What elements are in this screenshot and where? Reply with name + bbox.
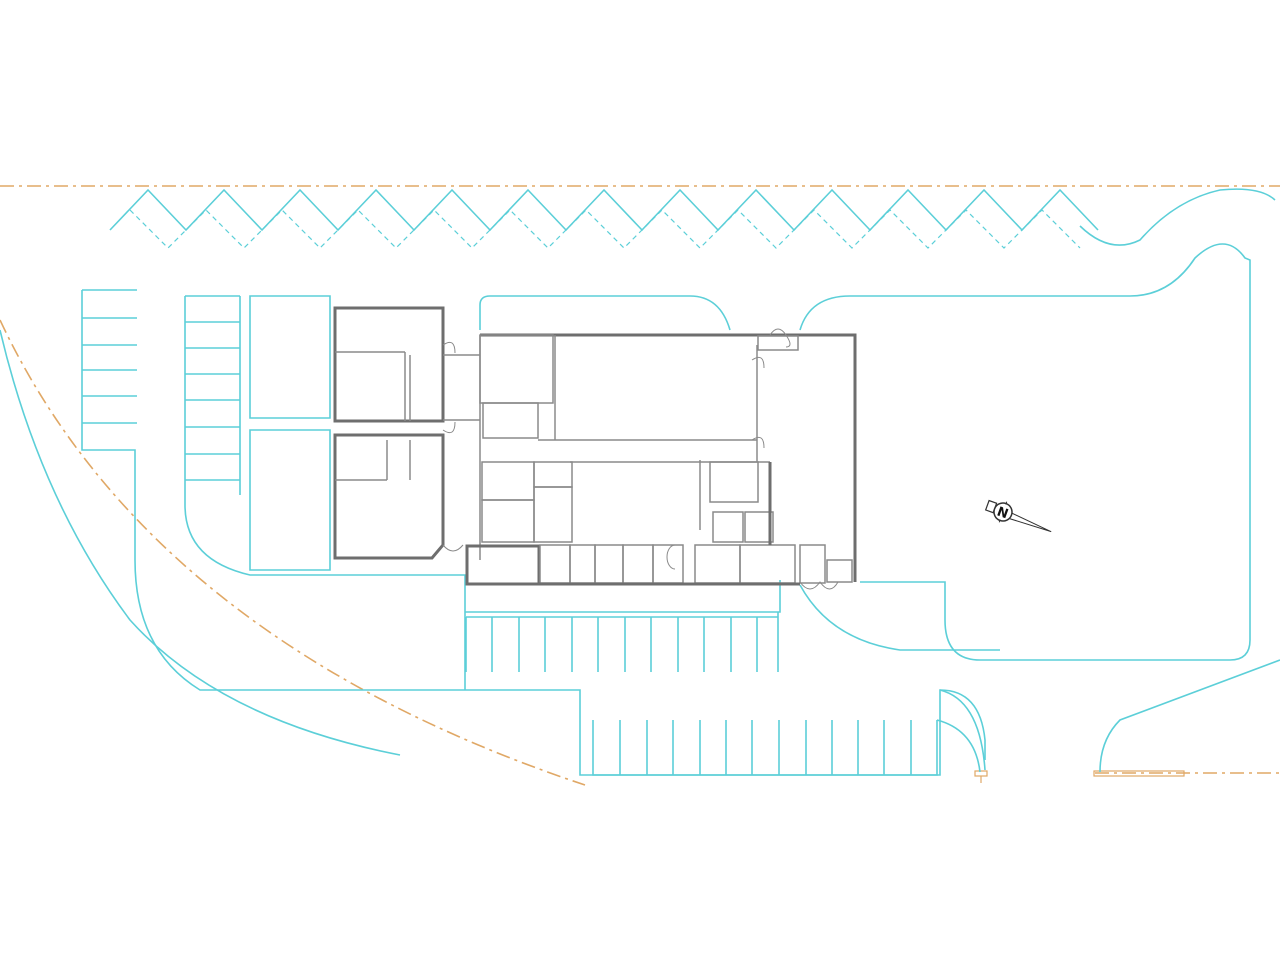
drive-curbs (0, 243, 1280, 776)
building-walls (333, 306, 857, 586)
north-arrow-icon: N (984, 499, 1052, 533)
north-diagonal-parking (109, 188, 1276, 249)
svg-text:N: N (995, 504, 1010, 522)
door-swings (442, 328, 839, 590)
south-parking-stalls-far (592, 719, 981, 776)
property-line (0, 185, 1280, 786)
south-parking-stalls-near (465, 612, 779, 672)
west-parking-stalls (82, 289, 241, 495)
